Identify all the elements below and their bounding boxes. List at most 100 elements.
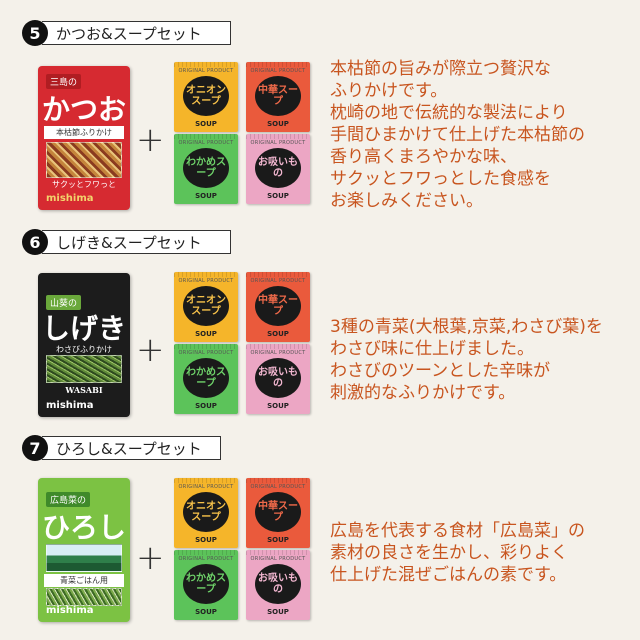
section-number: 6 [22,229,48,255]
onion-soup-packet: ORIGINAL PRODUCT オニオンスープ SOUP [174,62,238,132]
package-window [46,142,122,178]
soup-top-text: ORIGINAL PRODUCT [178,350,234,356]
wakame-soup-packet: ORIGINAL PRODUCT わかめスープ SOUP [174,550,238,620]
soup-top-text: ORIGINAL PRODUCT [178,484,234,490]
package-brand-tag: 広島菜の [46,492,91,507]
description-line: 素材の良さを生かし、彩りよく [330,543,568,563]
section-description: 広島を代表する食材「広島菜」の 素材の良さを生かし、彩りよく 仕上げた混ぜごはん… [330,520,630,586]
package-name: しげき [41,312,126,345]
section-number: 7 [22,435,48,461]
description-line: 広島を代表する食材「広島菜」の [330,521,585,541]
soup-label: オニオンスープ [183,286,229,326]
soup-bottom-text: SOUP [267,536,289,544]
chuka-soup-packet: ORIGINAL PRODUCT 中華スープ SOUP [246,272,310,342]
soup-label: わかめスープ [183,148,229,188]
plus-sign: + [136,538,165,578]
description-line: ふりかけです。 [330,81,448,101]
onion-soup-packet: ORIGINAL PRODUCT オニオンスープ SOUP [174,478,238,548]
package-subtitle: 青菜ごはん用 [44,574,124,587]
soup-top-text: ORIGINAL PRODUCT [178,556,234,562]
soup-top-text: ORIGINAL PRODUCT [178,278,234,284]
soup-top-text: ORIGINAL PRODUCT [250,484,306,490]
section-title: かつお&スープセット [42,21,231,45]
package-subtitle: わさびふりかけ [56,345,112,354]
osui-soup-packet: ORIGINAL PRODUCT お吸いもの SOUP [246,550,310,620]
package-caption: WASABI [65,385,103,395]
soup-top-text: ORIGINAL PRODUCT [250,556,306,562]
soup-top-text: ORIGINAL PRODUCT [250,278,306,284]
soup-top-text: ORIGINAL PRODUCT [250,350,306,356]
soup-label: 中華スープ [255,286,301,326]
soup-set: ORIGINAL PRODUCT オニオンスープ SOUP ORIGINAL P… [174,272,310,422]
package-maker: mishima [46,400,94,411]
soup-set: ORIGINAL PRODUCT オニオンスープ SOUP ORIGINAL P… [174,478,310,628]
chuka-soup-packet: ORIGINAL PRODUCT 中華スープ SOUP [246,478,310,548]
soup-label: お吸いもの [255,358,301,398]
description-line: わさび味に仕上げました。 [330,339,534,359]
soup-bottom-text: SOUP [195,402,217,410]
soup-label: オニオンスープ [183,492,229,532]
soup-top-text: ORIGINAL PRODUCT [178,68,234,74]
soup-label: オニオンスープ [183,76,229,116]
onion-soup-packet: ORIGINAL PRODUCT オニオンスープ SOUP [174,272,238,342]
description-line: わさびのツーンとした辛味が [330,361,551,381]
package-name: ひろし [41,511,126,544]
soup-bottom-text: SOUP [195,536,217,544]
section-header: 6 しげき&スープセット [22,229,231,255]
soup-top-text: ORIGINAL PRODUCT [250,68,306,74]
package-subtitle: 本枯節ふりかけ [44,126,124,139]
soup-label: お吸いもの [255,564,301,604]
section-header: 7 ひろし&スープセット [22,435,221,461]
description-line: 刺激的なふりかけです。 [330,383,516,403]
soup-bottom-text: SOUP [195,192,217,200]
soup-bottom-text: SOUP [195,120,217,128]
section-header: 5 かつお&スープセット [22,20,231,46]
soup-label: わかめスープ [183,564,229,604]
plus-sign: + [136,330,165,370]
soup-top-text: ORIGINAL PRODUCT [178,140,234,146]
soup-bottom-text: SOUP [267,402,289,410]
package-maker: mishima [46,605,94,616]
package-window-bottom [46,588,122,606]
soup-bottom-text: SOUP [267,330,289,338]
hiroshi-package: 広島菜の ひろし 青菜ごはん用 mishima [38,478,130,622]
description-line: 香り高くまろやかな味、 [330,147,517,167]
description-line: サクッとフワっとした食感を [330,169,551,189]
description-line: 手間ひまかけて仕上げた本枯節の [330,125,585,145]
description-line: 3種の青菜(大根葉,京菜,わさび葉)を [330,317,603,337]
section-number: 5 [22,20,48,46]
description-line: 仕上げた混ぜごはんの素です。 [330,565,567,585]
section-title: しげき&スープセット [42,230,231,254]
description-line: 本枯節の旨みが際立つ贅沢な [330,59,551,79]
package-window [46,355,122,383]
section-description: 3種の青菜(大根葉,京菜,わさび葉)を わさび味に仕上げました。 わさびのツーン… [330,316,630,404]
soup-top-text: ORIGINAL PRODUCT [250,140,306,146]
plus-sign: + [136,120,165,160]
package-window [46,544,122,572]
soup-label: 中華スープ [255,76,301,116]
package-brand-tag: 山葵の [46,295,82,310]
section-description: 本枯節の旨みが際立つ贅沢な ふりかけです。 枕崎の地で伝統的な製法により 手間ひ… [330,58,630,212]
soup-bottom-text: SOUP [267,192,289,200]
package-name: かつお [41,93,126,126]
package-caption: サクッとフワっと [52,180,116,189]
wakame-soup-packet: ORIGINAL PRODUCT わかめスープ SOUP [174,344,238,414]
soup-bottom-text: SOUP [195,330,217,338]
katsuo-package: 三島の かつお 本枯節ふりかけ サクッとフワっと mishima [38,66,130,210]
soup-set: ORIGINAL PRODUCT オニオンスープ SOUP ORIGINAL P… [174,62,310,212]
soup-bottom-text: SOUP [267,608,289,616]
osui-soup-packet: ORIGINAL PRODUCT お吸いもの SOUP [246,344,310,414]
soup-label: お吸いもの [255,148,301,188]
wakame-soup-packet: ORIGINAL PRODUCT わかめスープ SOUP [174,134,238,204]
osui-soup-packet: ORIGINAL PRODUCT お吸いもの SOUP [246,134,310,204]
package-maker: mishima [46,193,94,204]
soup-bottom-text: SOUP [195,608,217,616]
description-line: お楽しみください。 [330,191,483,211]
soup-label: 中華スープ [255,492,301,532]
chuka-soup-packet: ORIGINAL PRODUCT 中華スープ SOUP [246,62,310,132]
package-brand-tag: 三島の [46,74,82,89]
shigeki-package: 山葵の しげき わさびふりかけ WASABI mishima [38,273,130,417]
section-title: ひろし&スープセット [42,436,221,460]
soup-label: わかめスープ [183,358,229,398]
soup-bottom-text: SOUP [267,120,289,128]
